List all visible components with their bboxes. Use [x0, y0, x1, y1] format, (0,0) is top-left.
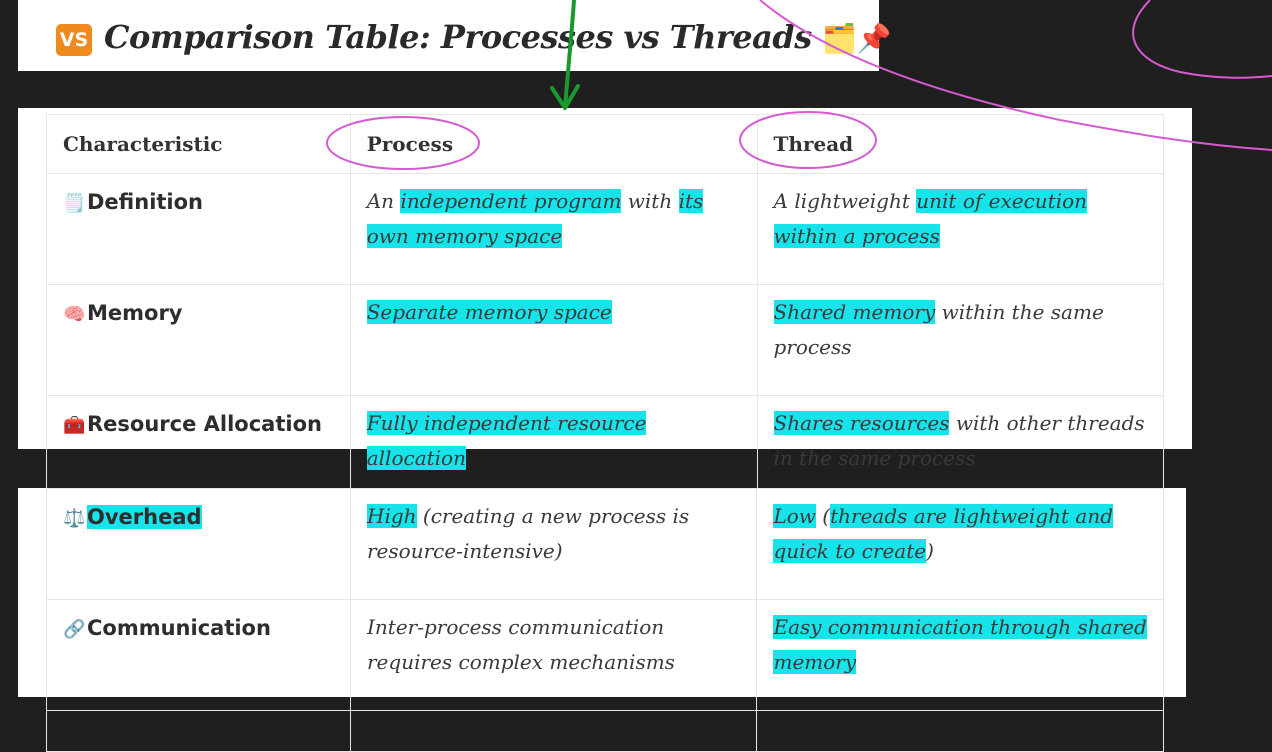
comparison-table: Characteristic Process Thread 🗒️Definiti… [46, 114, 1165, 497]
notepad-icon: 🗒️ [63, 193, 86, 214]
header-thread: Thread [756, 114, 1165, 174]
characteristic-cell [46, 710, 351, 752]
thread-cell: Low (threads are lightweight and quick t… [756, 488, 1164, 600]
characteristic-cell: 🧰Resource Allocation [46, 395, 351, 497]
process-cell: An independent program with its own memo… [349, 173, 758, 285]
toolbox-icon: 🧰 [63, 415, 86, 436]
brain-icon: 🧠 [63, 304, 86, 325]
process-cell: Separate memory space [349, 284, 758, 396]
thread-cell: Easy communication through shared memory [756, 599, 1164, 711]
text: An [366, 189, 401, 213]
table-row: 🔗Communication Inter-process communicati… [46, 599, 1164, 711]
highlight: independent program [400, 189, 622, 213]
characteristic-label: Resource Allocation [87, 412, 322, 436]
comparison-table-continued: ⚖️Overhead High (creating a new process … [46, 488, 1164, 752]
thread-cell: Shares resources with other threads in t… [756, 395, 1165, 497]
characteristic-label: Definition [87, 190, 204, 214]
table-row: 🧰Resource Allocation Fully independent r… [46, 395, 1165, 497]
characteristic-label: Memory [87, 301, 183, 325]
header-characteristic: Characteristic [46, 114, 351, 174]
table-row: ⚖️Overhead High (creating a new process … [46, 488, 1164, 600]
characteristic-label: Overhead [87, 505, 202, 529]
text: with [621, 189, 679, 213]
characteristic-cell: 🗒️Definition [46, 173, 351, 285]
highlight: Shares resources [773, 411, 950, 435]
text: Inter-process communication requires com… [367, 615, 675, 674]
table-row [46, 710, 1164, 752]
page-title-text: Comparison Table: Processes vs Threads [104, 18, 812, 56]
table-row: 🗒️Definition An independent program with… [46, 173, 1165, 285]
comparison-table-card-top: Characteristic Process Thread 🗒️Definiti… [18, 108, 1192, 497]
scales-icon: ⚖️ [63, 508, 86, 529]
text: ( [815, 504, 831, 528]
page-title: Comparison Table: Processes vs Threads 🗂… [104, 18, 892, 56]
highlight: Separate memory space [366, 300, 612, 324]
thread-cell: Shared memory within the same process [756, 284, 1165, 396]
table-row: 🧠Memory Separate memory space Shared mem… [46, 284, 1165, 396]
link-icon: 🔗 [63, 619, 86, 640]
text: A lightweight [773, 189, 917, 213]
highlight: Low [773, 504, 816, 528]
process-cell [349, 710, 758, 752]
highlight: Easy communication through shared memory [773, 615, 1147, 674]
table-header-row: Characteristic Process Thread [46, 114, 1165, 174]
text: with other threads in the same process [773, 411, 1145, 470]
text: ) [926, 539, 934, 563]
title-card [18, 0, 879, 71]
highlight: High [367, 504, 417, 528]
text: within the same process [773, 300, 1104, 359]
process-cell: Inter-process communication requires com… [349, 599, 758, 711]
characteristic-cell: 🧠Memory [46, 284, 351, 396]
header-process: Process [349, 114, 758, 174]
characteristic-label: Communication [87, 616, 271, 640]
characteristic-cell: 🔗Communication [46, 599, 351, 711]
vs-icon: VS [56, 24, 92, 56]
thread-cell: A lightweight unit of execution within a… [756, 173, 1165, 285]
process-cell: High (creating a new process is resource… [349, 488, 758, 600]
comparison-table-card-bottom: ⚖️Overhead High (creating a new process … [18, 488, 1186, 752]
text: (creating a new process is resource-inte… [367, 504, 690, 563]
characteristic-cell: ⚖️Overhead [46, 488, 351, 600]
folder-pin-emoji-icon: 🗂️📌 [822, 22, 892, 55]
thread-cell [756, 710, 1164, 752]
pink-loop-annotation [1132, 0, 1272, 79]
highlight: Fully independent resource allocation [366, 411, 647, 470]
highlight: Shared memory [773, 300, 936, 324]
process-cell: Fully independent resource allocation [349, 395, 758, 497]
